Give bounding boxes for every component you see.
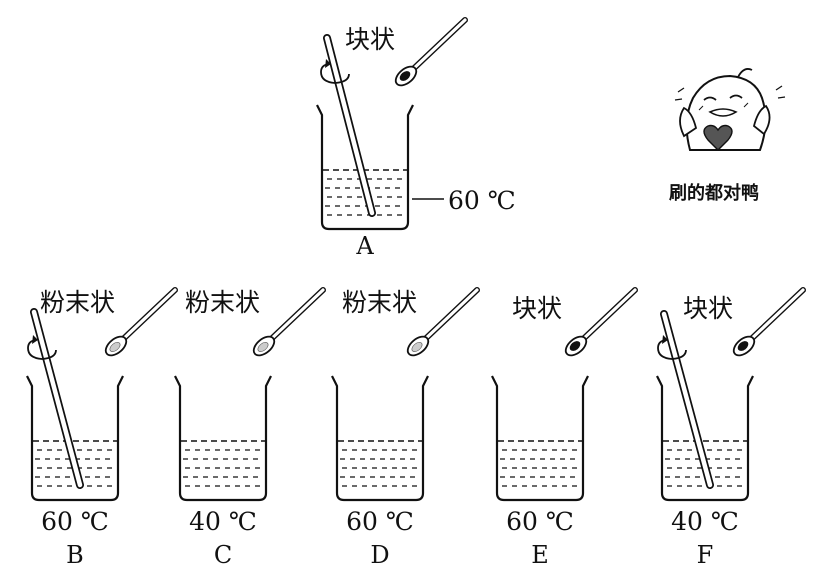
temperature-b: 60 ℃ [41, 507, 109, 536]
form-label-b: 粉末状 [40, 288, 115, 317]
beaker-e [490, 374, 590, 502]
temperature-e: 60 ℃ [506, 507, 574, 536]
experiment-a: 块状 60 ℃ A [315, 20, 516, 260]
temperature-f: 40 ℃ [671, 507, 739, 536]
sticker-caption: 刷的都对鸭 [669, 182, 759, 204]
beaker-label-d: D [370, 541, 389, 569]
temperature-a: 60 ℃ [448, 186, 516, 215]
duck-icon [674, 68, 786, 151]
stirring-rod-f [660, 310, 714, 489]
experiment-b: 粉末状 60 ℃ B [25, 288, 175, 569]
duck-sticker: 刷的都对鸭 [669, 68, 786, 204]
temperature-c: 40 ℃ [189, 507, 257, 536]
beaker-label-b: B [66, 541, 84, 569]
spoon-e [562, 290, 635, 359]
beaker-label-a: A [355, 232, 374, 260]
temperature-d: 60 ℃ [346, 507, 414, 536]
form-label-a: 块状 [345, 25, 395, 54]
beaker-label-f: F [697, 541, 714, 569]
spoon-a [392, 20, 465, 89]
beaker-a [315, 103, 415, 231]
beaker-label-e: E [531, 541, 549, 569]
form-label-d: 粉末状 [342, 288, 417, 317]
stirring-rod-b [30, 308, 84, 489]
beaker-d [330, 374, 430, 502]
experiment-f: 块状 40 ℃ F [655, 290, 803, 569]
form-label-e: 块状 [512, 294, 562, 323]
spoon-f [730, 290, 803, 359]
spoon-c [250, 290, 323, 359]
experiment-c: 粉末状 40 ℃ C [173, 288, 323, 569]
stirring-rod-a [323, 34, 376, 217]
form-label-f: 块状 [683, 294, 733, 323]
beaker-c [173, 374, 273, 502]
form-label-c: 粉末状 [185, 288, 260, 317]
beaker-label-c: C [214, 541, 232, 569]
experiment-d: 粉末状 60 ℃ D [330, 288, 477, 569]
experiment-e: 块状 60 ℃ E [490, 290, 635, 569]
